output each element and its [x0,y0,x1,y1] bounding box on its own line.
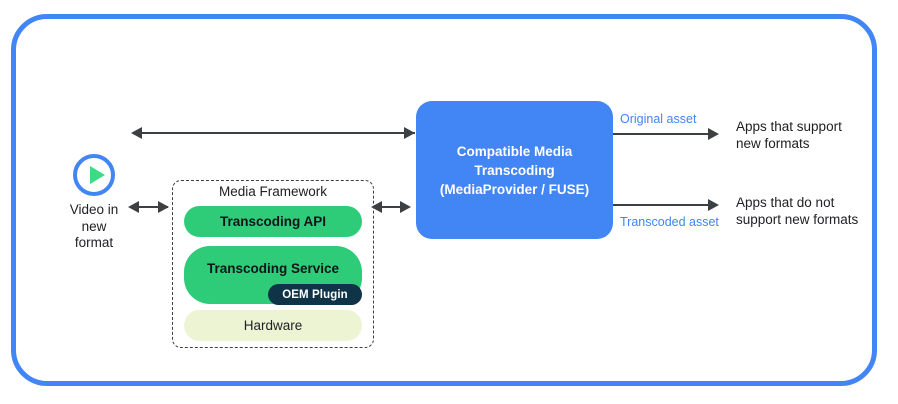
arrow-video-to-cmt-head-left [131,127,142,139]
media-framework-container [172,180,374,348]
compatible-media-transcoding-box: Compatible Media Transcoding (MediaProvi… [416,101,613,239]
arrow-original-asset-line [613,133,713,135]
media-framework-title: Media Framework [218,184,328,199]
arrow-original-asset-head [708,128,719,140]
transcoded-asset-label: Transcoded asset [620,215,719,229]
arrow-video-to-cmt-line [140,132,415,134]
oem-plugin-badge: OEM Plugin [268,284,362,305]
hardware-box: Hardware [184,310,362,341]
video-source-caption: Video in new format [69,202,119,250]
arrow-transcoded-asset-line [613,204,713,206]
play-circle-icon [73,154,115,196]
arrow-video-to-framework-head-left [128,201,139,213]
apps-that-do-not-support-label: Apps that do not support new formats [736,195,859,227]
original-asset-label: Original asset [620,112,697,126]
transcoding-api-box: Transcoding API [184,206,362,237]
play-triangle-icon [90,166,105,184]
arrow-framework-to-cmt-line [380,206,408,208]
arrow-framework-to-cmt-head-left [371,201,382,213]
arrow-video-to-framework-head-right [158,201,169,213]
arrow-video-to-framework-line [137,206,168,208]
apps-that-support-label: Apps that support new formats [736,119,842,151]
arrow-video-to-cmt-head-right [404,127,415,139]
arrow-framework-to-cmt-head-right [400,201,411,213]
arrow-transcoded-asset-head [708,199,719,211]
